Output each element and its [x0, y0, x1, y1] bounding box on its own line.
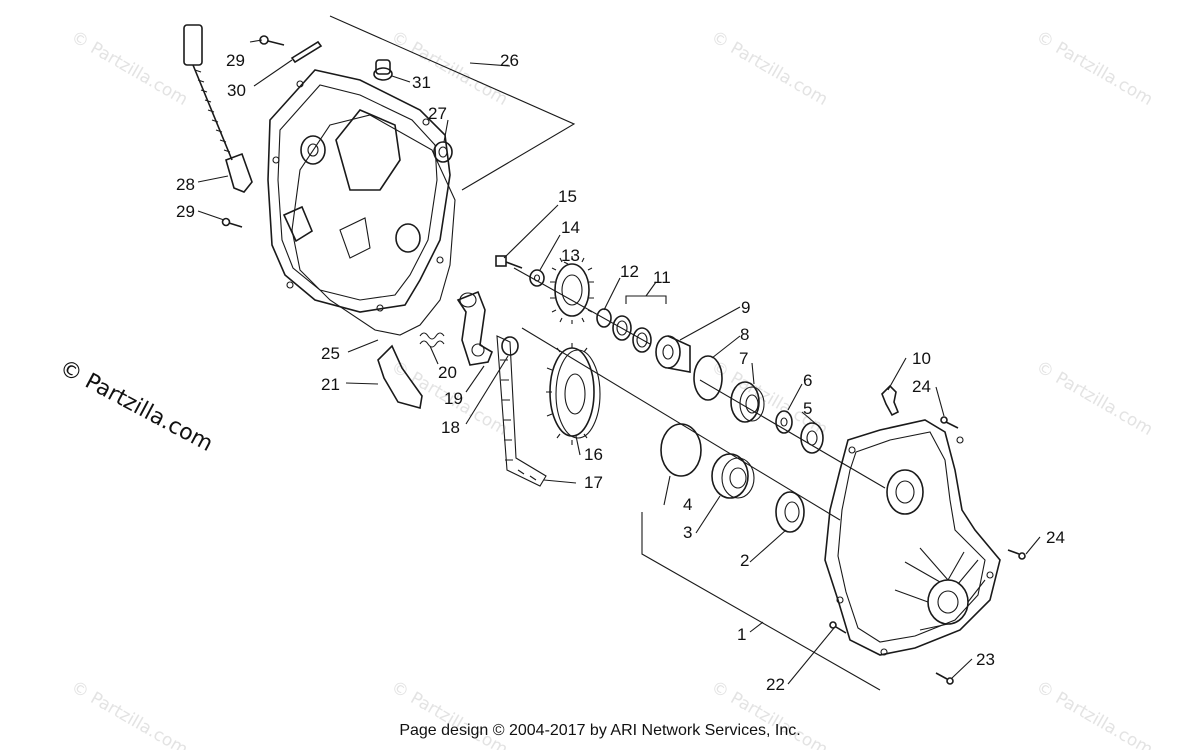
leader-lines	[197, 39, 1041, 685]
part-27-seal	[433, 141, 453, 163]
callout-14: 14	[561, 218, 580, 237]
callout-8: 8	[740, 325, 749, 344]
callout-24-top: 24	[912, 377, 931, 396]
part-1-chaincase	[824, 419, 1001, 656]
part-4-o-ring	[660, 423, 702, 477]
callout-25: 25	[321, 344, 340, 363]
watermark-tile: © Partzilla.com	[1033, 27, 1157, 110]
watermark-tile: © Partzilla.com	[68, 27, 192, 110]
part-26-chaincase-cover	[267, 69, 451, 313]
group-bracket-26	[329, 15, 576, 191]
callout-26: 26	[500, 51, 519, 70]
callout-24-right: 24	[1046, 528, 1065, 547]
callout-5: 5	[803, 399, 812, 418]
part-13-upper-gear	[550, 256, 594, 324]
callout-7: 7	[739, 349, 748, 368]
callout-9: 9	[741, 298, 750, 317]
shaft-alignment-lines	[513, 267, 886, 521]
callout-1: 1	[737, 625, 746, 644]
part-8-o-ring	[693, 355, 723, 401]
part-23-bolt	[935, 672, 954, 685]
part-22-bolt	[829, 621, 847, 634]
part-31-plug	[373, 59, 393, 81]
callout-16: 16	[584, 445, 603, 464]
callout-31: 31	[412, 73, 431, 92]
part-9-sprocket	[655, 335, 691, 373]
part-6-spacer	[775, 410, 793, 434]
callout-17: 17	[584, 473, 603, 492]
part-2-seal	[775, 491, 805, 533]
callout-2: 2	[740, 551, 749, 570]
part-10-elbow-fitting	[881, 384, 900, 417]
part-24-bolt-top	[940, 416, 959, 429]
callout-4: 4	[683, 495, 692, 514]
callout-3: 3	[683, 523, 692, 542]
part-15-bolt	[495, 255, 523, 269]
part-17-chain	[496, 335, 547, 487]
watermark-tile: © Partzilla.com	[708, 357, 832, 440]
callout-15: 15	[558, 187, 577, 206]
part-30-pin	[290, 40, 323, 64]
part-21-slider-pad	[377, 344, 423, 410]
callout-10: 10	[912, 349, 931, 368]
callout-27: 27	[428, 104, 447, 123]
callout-22: 22	[766, 675, 785, 694]
watermark-tiles: © Partzilla.com © Partzilla.com © Partzi…	[68, 27, 1157, 750]
callout-21: 21	[321, 375, 340, 394]
callout-29-top: 29	[226, 51, 245, 70]
watermark-tile: © Partzilla.com	[708, 27, 832, 110]
part-28-sensor-cable	[183, 24, 253, 193]
callout-28: 28	[176, 175, 195, 194]
callout-12: 12	[620, 262, 639, 281]
callout-labels: 29 30 31 27 26 28 29 15 14 13 12 11 9 8 …	[176, 51, 1065, 694]
part-19-tensioner-arm	[456, 290, 493, 366]
part-11-shims	[612, 315, 652, 353]
callout-18: 18	[441, 418, 460, 437]
callout-20: 20	[438, 363, 457, 382]
part-18-snap-ring	[501, 336, 519, 356]
callout-29-lower: 29	[176, 202, 195, 221]
callout-19: 19	[444, 389, 463, 408]
part-7-bearing	[730, 381, 765, 423]
copyright-footer: Page design © 2004-2017 by ARI Network S…	[399, 722, 801, 739]
callout-13: 13	[561, 246, 580, 265]
part-29-bolt	[259, 35, 285, 46]
part-3-bearing	[711, 453, 755, 499]
callout-23: 23	[976, 650, 995, 669]
callout-30: 30	[227, 81, 246, 100]
part-20-spring	[419, 332, 445, 348]
callout-6: 6	[803, 371, 812, 390]
watermark-tile: © Partzilla.com	[1033, 357, 1157, 440]
group-bracket-1	[641, 512, 881, 691]
brand-watermark: © Partzilla.com	[55, 355, 217, 457]
group-bracket-11	[625, 281, 667, 304]
part-24-bolt-right	[1007, 549, 1026, 560]
callout-11: 11	[653, 268, 671, 287]
part-29-bolt-lower	[221, 217, 243, 228]
